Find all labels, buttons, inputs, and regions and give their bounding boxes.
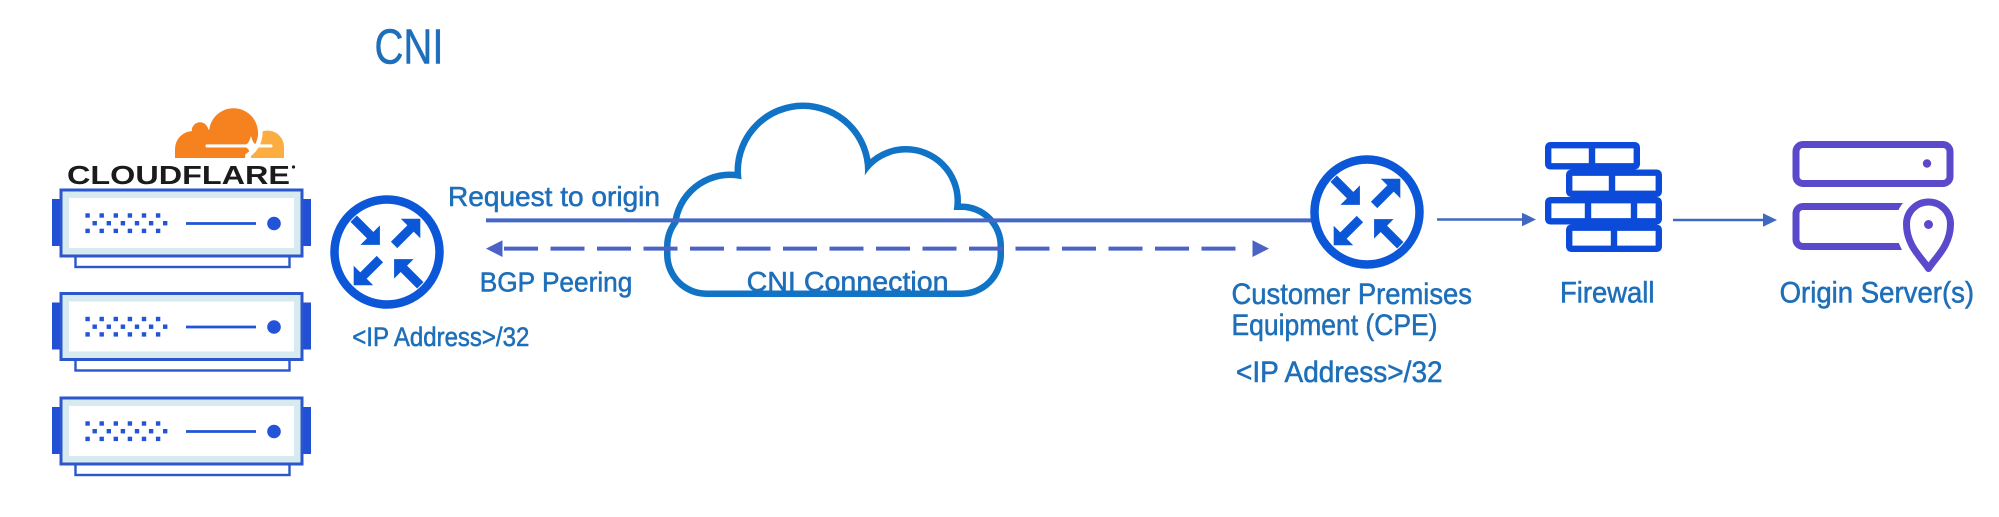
svg-text:<IP Address>/32: <IP Address>/32 xyxy=(352,322,529,352)
svg-text:Equipment (CPE): Equipment (CPE) xyxy=(1232,309,1438,342)
svg-text:BGP Peering: BGP Peering xyxy=(480,267,633,298)
svg-text:Firewall: Firewall xyxy=(1560,277,1655,310)
svg-text:CNI Connection: CNI Connection xyxy=(747,266,949,297)
svg-text:<IP Address>/32: <IP Address>/32 xyxy=(1236,356,1443,389)
svg-text:CLOUDFLARE: CLOUDFLARE xyxy=(67,162,290,190)
svg-text:CNI: CNI xyxy=(375,20,444,75)
svg-text:Origin Server(s): Origin Server(s) xyxy=(1780,277,1975,310)
svg-text:Request to origin: Request to origin xyxy=(448,181,660,212)
svg-text:Customer Premises: Customer Premises xyxy=(1232,278,1473,311)
